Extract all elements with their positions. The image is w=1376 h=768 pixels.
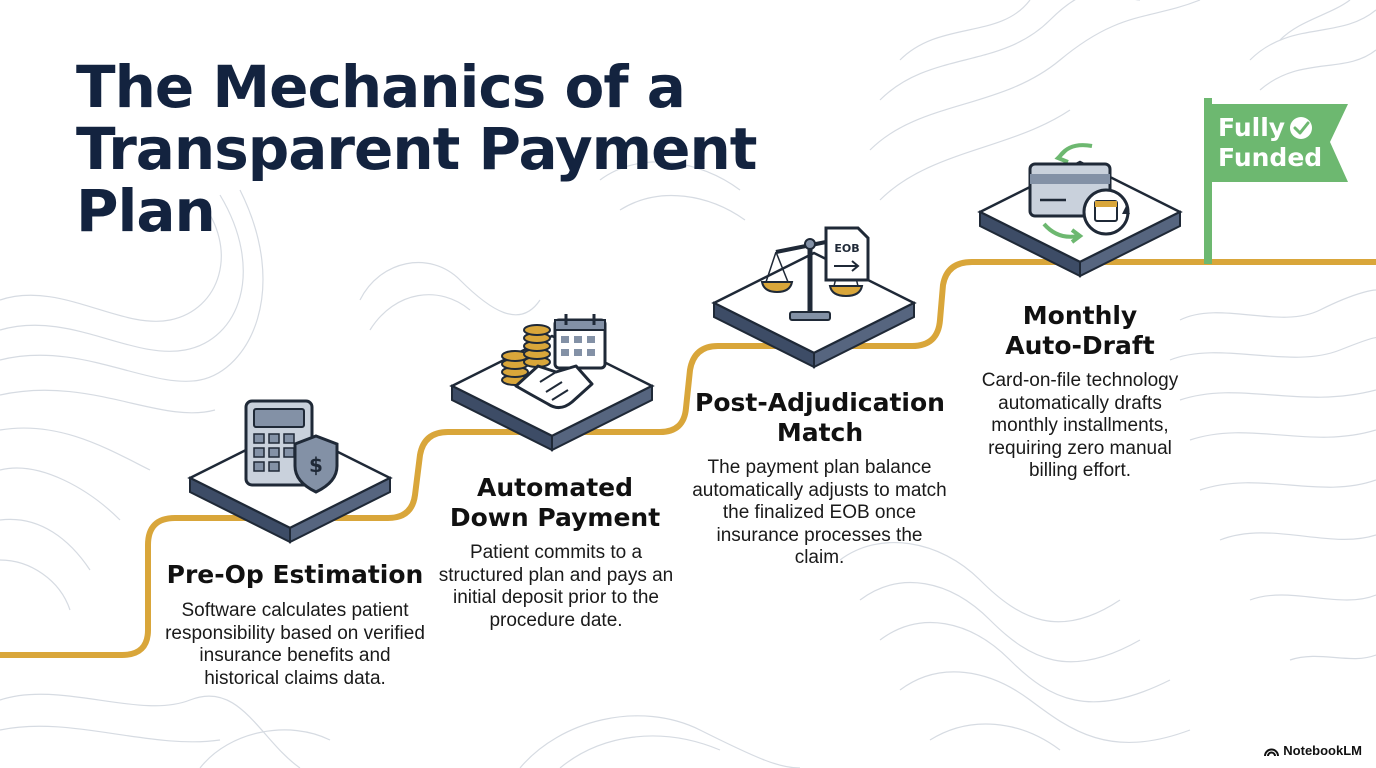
step-1-title: Pre-Op Estimation xyxy=(150,560,440,590)
step-1-description: Software calculates patient responsibili… xyxy=(165,600,425,689)
eob-label: EOB xyxy=(834,242,859,255)
step-4-title-line-1: Monthly xyxy=(1022,301,1138,330)
step-3-title: Post-Adjudication Match xyxy=(680,388,960,448)
flag-label-line-2: Funded xyxy=(1218,143,1323,172)
flag-label-line-1: Fully xyxy=(1218,113,1286,142)
step-3-title-line-2: Match xyxy=(776,418,864,447)
step-2-title: Automated Down Payment xyxy=(420,473,690,533)
step-4-title: Monthly Auto-Draft xyxy=(960,301,1200,361)
svg-text:$: $ xyxy=(309,453,323,477)
flag-label: Fully Funded xyxy=(1218,113,1323,173)
page-title: The Mechanics of a Transparent Payment P… xyxy=(76,56,896,242)
calculator-shield-dollar-icon: $ xyxy=(244,399,339,494)
coins-handshake-calendar-icon xyxy=(501,314,607,409)
notebooklm-badge: NotebookLM xyxy=(1264,743,1362,758)
notebooklm-logo-icon xyxy=(1264,748,1280,756)
step-2-description: Patient commits to a structured plan and… xyxy=(438,542,674,631)
card-recurring-calendar-icon xyxy=(1028,143,1130,244)
step-3-description: The payment plan balance automatically a… xyxy=(692,457,947,568)
scale-eob-document-icon: EOB xyxy=(760,226,870,321)
step-4-description: Card-on-file technology automatically dr… xyxy=(981,370,1179,481)
badge-label: NotebookLM xyxy=(1283,743,1362,758)
step-2-title-line-1: Automated xyxy=(477,473,633,502)
step-2-title-line-2: Down Payment xyxy=(449,503,661,532)
step-3-title-line-1: Post-Adjudication xyxy=(695,388,945,417)
finish-flag xyxy=(1204,98,1348,264)
step-4-title-line-2: Auto-Draft xyxy=(1005,331,1155,360)
step-1-title-line: Pre-Op Estimation xyxy=(166,560,424,589)
page-title-line-2: Transparent Payment Plan xyxy=(76,115,757,245)
page-title-line-1: The Mechanics of a xyxy=(76,53,686,121)
platform-step-3 xyxy=(711,251,917,369)
